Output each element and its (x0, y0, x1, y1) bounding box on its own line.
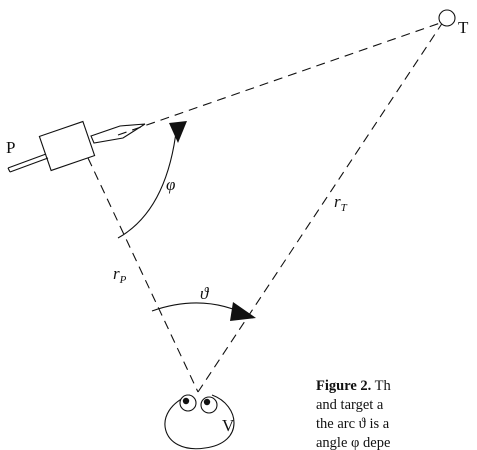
label-viewer: V (222, 416, 235, 435)
caption-line-1-bold: Figure 2. (316, 378, 371, 394)
viewer-head-outline (164, 394, 235, 450)
figure-caption: Figure 2. Th and target a the arc ϑ is a… (316, 378, 392, 450)
label-r-t-sub: T (341, 202, 348, 214)
right-pupil (203, 398, 211, 406)
pointer-device (7, 120, 146, 173)
label-r-p-sub: P (119, 274, 127, 286)
label-phi: φ (166, 175, 175, 194)
label-r-t: rT (334, 192, 348, 214)
theta-arrowhead (230, 302, 256, 321)
caption-line-1-text: Th (371, 378, 391, 394)
label-theta: ϑ (200, 284, 210, 303)
caption-line-3: the arc ϑ is a (316, 416, 390, 432)
line-target-to-viewer (197, 21, 444, 393)
label-pointer: P (6, 138, 15, 157)
label-r-p: rP (113, 264, 127, 286)
phi-arrowhead (169, 121, 187, 143)
right-eye (200, 396, 218, 414)
label-r-p-main: r (113, 264, 120, 283)
label-target: T (458, 18, 469, 37)
caption-line-4: angle φ depe (316, 435, 390, 450)
pointer-body (38, 120, 96, 172)
line-pointer-to-viewer (87, 157, 199, 393)
caption-line-2: and target a (316, 397, 384, 413)
pointer-handle-top (7, 153, 47, 169)
viewer-icon (164, 394, 235, 450)
pointer-handle-bottom (9, 157, 49, 173)
pointer-tip (90, 123, 146, 144)
phi-arc (117, 123, 178, 239)
left-pupil (182, 397, 190, 405)
label-r-t-main: r (334, 192, 341, 211)
pointer-handle-end (7, 167, 11, 173)
caption-line-1: Figure 2. Th (316, 378, 392, 394)
line-pointer-to-target (117, 21, 444, 136)
target-marker (438, 9, 456, 27)
